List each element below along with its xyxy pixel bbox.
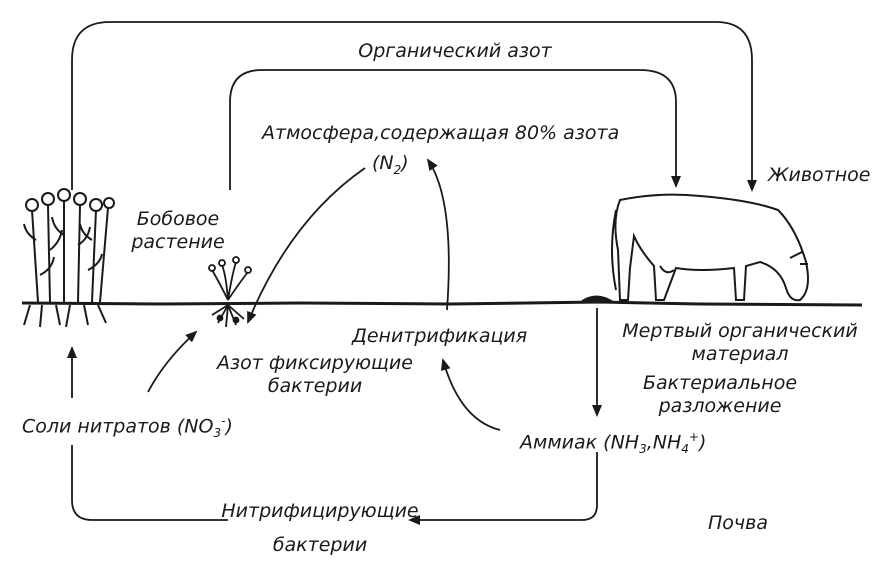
soil-mound-icon: [578, 295, 616, 303]
ground-line: [21, 300, 863, 307]
denitrification-arrow: [426, 158, 450, 311]
denitrification-label: Денитрификация: [352, 325, 528, 347]
organic-nitrogen-inner-arrow: [229, 69, 681, 190]
nitrogen-fixing-label: Азот фиксирующие бактерии: [217, 352, 413, 397]
atmosphere-to-bacteria-arrow: [247, 167, 366, 324]
ammonia-label: Аммиак (NH3,NH4+): [520, 430, 707, 457]
nitrifying-label: Нитрифицирующие бактерии: [221, 500, 419, 556]
dead-material-label: Мертвый органический материал: [622, 320, 858, 365]
nitrates-label: Соли нитратов (NO3-): [22, 414, 233, 441]
soil-label: Почва: [708, 512, 768, 534]
atmosphere-label: Атмосфера,содержащая 80% азота: [262, 122, 620, 144]
legume-label: Бобовое растение: [131, 208, 225, 253]
ammonia-to-nitrifying-arrow: [408, 452, 598, 525]
plant-icon: [23, 188, 115, 328]
organic-nitrogen-label: Органический азот: [358, 40, 552, 62]
ammonia-to-denitrification-arrow: [440, 358, 501, 431]
nitrifying-to-nitrates-line: [71, 445, 228, 521]
organic-nitrogen-outer-arrow: [71, 21, 757, 192]
legume-plant-icon: [208, 256, 252, 328]
animal-label: Животное: [768, 164, 871, 186]
n2-formula: (N2): [372, 152, 409, 177]
cow-icon: [611, 193, 809, 302]
nitrates-to-bacteria-arrow: [147, 330, 198, 393]
bacterial-decomposition-label: Бактериальное разложение: [642, 372, 798, 417]
